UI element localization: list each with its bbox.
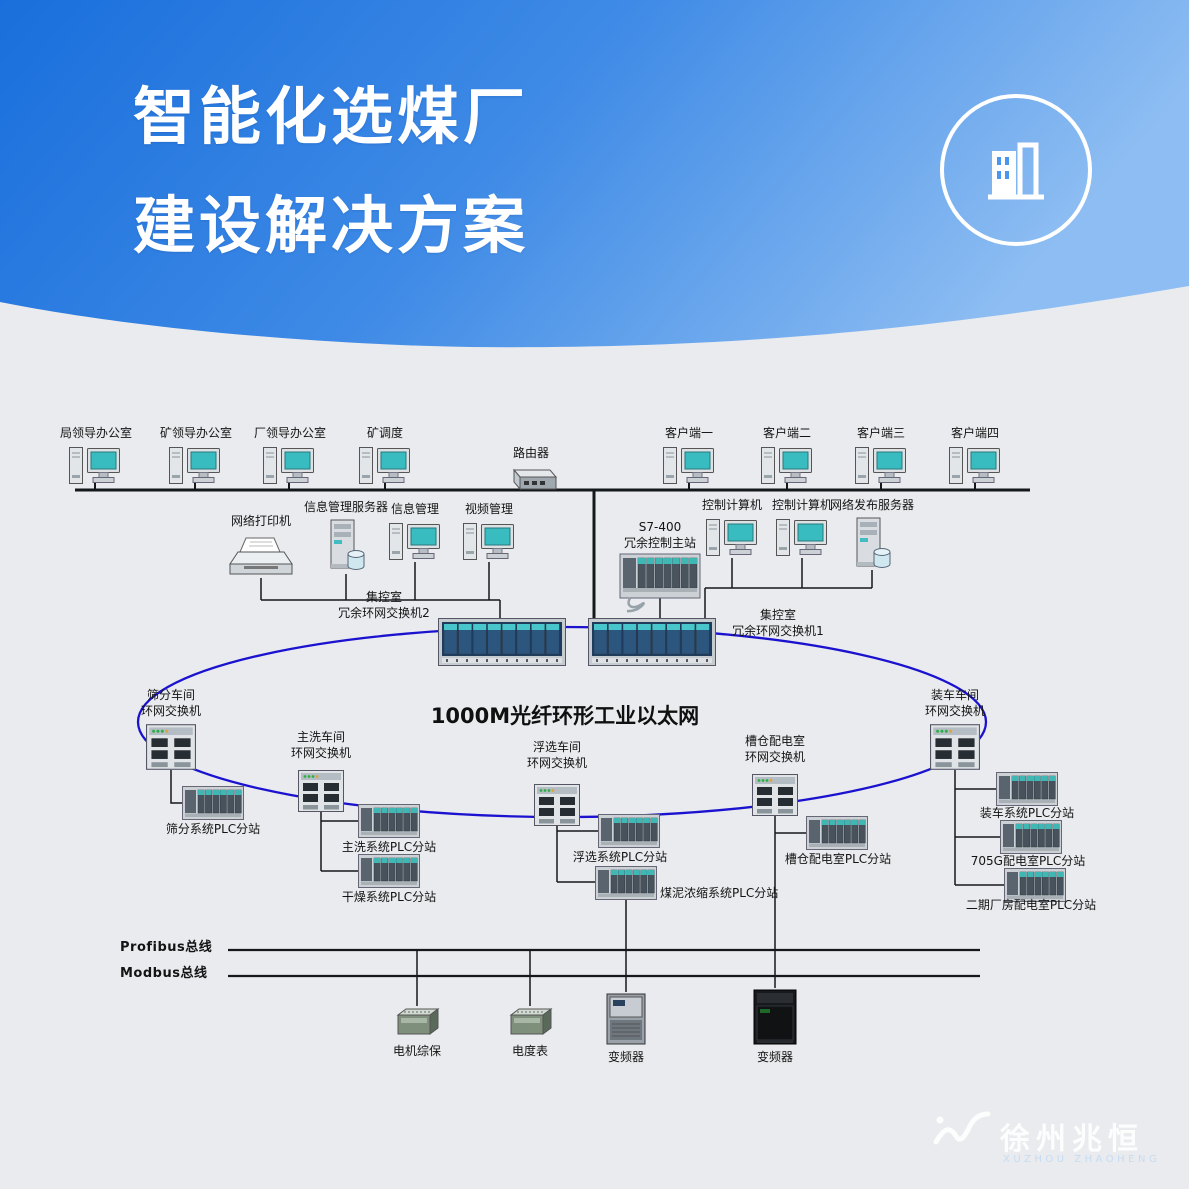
title-line-2: 建设解决方案 [133, 189, 530, 263]
energy-meter-icon [505, 1006, 555, 1040]
flotation-switch-label: 浮选车间 环网交换机 [526, 740, 587, 770]
phase2-plc-label: 二期厂房配电室PLC分站 [965, 898, 1097, 912]
bunker-plc-icon [806, 816, 868, 850]
client4-workstation-icon [948, 444, 1003, 488]
modbus-label: Modbus总线 [120, 966, 208, 981]
flotation-plc-icon [598, 814, 660, 848]
client2-workstation-icon [760, 444, 815, 488]
slurry-plc-label: 煤泥浓缩系统PLC分站 [660, 886, 779, 900]
s7-400-plc-icon [618, 552, 702, 616]
screening-switch-icon [146, 724, 196, 770]
office1-workstation-icon [68, 444, 123, 488]
client3-workstation-icon [854, 444, 909, 488]
ctrl-pc1-label: 控制计算机 [702, 498, 763, 512]
page-title: 智能化选煤厂 建设解决方案 [133, 62, 529, 280]
office3-label: 厂领导办公室 [253, 426, 326, 440]
ctrl-pc2-label: 控制计算机 [772, 498, 833, 512]
washing-switch-icon [298, 770, 344, 812]
building-badge [940, 94, 1092, 246]
washing-plc-label: 主洗系统PLC分站 [341, 840, 437, 854]
office2-label: 矿领导办公室 [159, 426, 232, 440]
info-server-icon [326, 518, 366, 574]
video-mgmt-workstation-icon [462, 520, 517, 564]
dispatch-workstation-icon [358, 444, 413, 488]
info-mgmt-label: 信息管理 [391, 502, 440, 516]
fiber-ring-label: 1000M光纤环形工业以太网 [430, 704, 700, 728]
washing-switch-label: 主洗车间 环网交换机 [290, 730, 351, 760]
loading-plc-label: 装车系统PLC分站 [979, 806, 1075, 820]
s7-400-label: S7-400 冗余控制主站 [623, 520, 696, 550]
web-server-label: 网络发布服务器 [830, 498, 915, 512]
motor-protection-label: 电机综保 [392, 1044, 441, 1058]
title-line-1: 智能化选煤厂 [133, 80, 530, 153]
vfd2-cabinet-icon [752, 988, 798, 1046]
company-name: 徐州兆恒 [1000, 1122, 1144, 1157]
vfd1-label: 变频器 [607, 1050, 644, 1064]
router-icon [505, 466, 558, 496]
web-server-icon [852, 516, 892, 572]
rack1-label: 集控室 冗余环网交换机1 [732, 608, 824, 638]
client2-label: 客户端二 [763, 426, 812, 440]
company-name-latin: XUZHOU ZHAOHENG [1003, 1154, 1161, 1165]
info-server-label: 信息管理服务器 [304, 500, 389, 514]
ring-switch-rack2-icon [438, 618, 566, 666]
flotation-plc-label: 浮选系统PLC分站 [572, 850, 668, 864]
header-band [0, 0, 1189, 348]
company-logo-mark [930, 1106, 992, 1164]
energy-meter-label: 电度表 [511, 1044, 548, 1058]
profibus-label: Profibus总线 [120, 940, 213, 955]
office1-label: 局领导办公室 [59, 426, 132, 440]
swoosh-check-icon [933, 1111, 991, 1145]
video-mgmt-label: 视频管理 [465, 502, 514, 516]
phase2-plc-icon [1004, 868, 1066, 902]
router-label: 路由器 [512, 446, 549, 460]
screening-plc-icon [182, 786, 244, 820]
client4-label: 客户端四 [951, 426, 1000, 440]
office2-workstation-icon [168, 444, 223, 488]
office3-workstation-icon [262, 444, 317, 488]
rack2-label: 集控室 冗余环网交换机2 [338, 590, 430, 620]
loading-switch-label: 装车车间 环网交换机 [924, 688, 985, 718]
vfd1-cabinet-icon [605, 992, 647, 1046]
bunker-switch-label: 槽仓配电室 环网交换机 [744, 734, 805, 764]
drying-plc-icon [358, 854, 420, 888]
motor-protection-icon [392, 1006, 442, 1040]
network-printer-icon [228, 532, 294, 580]
ring-switch-rack1-icon [588, 618, 716, 666]
dispatch-label: 矿调度 [366, 426, 403, 440]
bunker-switch-icon [752, 774, 798, 816]
g705-plc-label: 705G配电室PLC分站 [970, 854, 1086, 868]
loading-switch-icon [930, 724, 980, 770]
building-icon [988, 142, 1044, 200]
vfd2-label: 变频器 [756, 1050, 793, 1064]
ctrl-pc2-workstation-icon [775, 516, 830, 560]
bunker-plc-label: 槽仓配电室PLC分站 [784, 852, 892, 866]
loading-plc-icon [996, 772, 1058, 806]
printer-label: 网络打印机 [231, 514, 292, 528]
drying-plc-label: 干燥系统PLC分站 [341, 890, 437, 904]
g705-plc-icon [1000, 820, 1062, 854]
screening-plc-label: 筛分系统PLC分站 [165, 822, 261, 836]
screening-switch-label: 筛分车间 环网交换机 [140, 688, 201, 718]
client3-label: 客户端三 [857, 426, 906, 440]
slurry-plc-icon [595, 866, 657, 900]
washing-plc-icon [358, 804, 420, 838]
info-mgmt-workstation-icon [388, 520, 443, 564]
ctrl-pc1-workstation-icon [705, 516, 760, 560]
flotation-switch-icon [534, 784, 580, 826]
client1-workstation-icon [662, 444, 717, 488]
client1-label: 客户端一 [665, 426, 714, 440]
